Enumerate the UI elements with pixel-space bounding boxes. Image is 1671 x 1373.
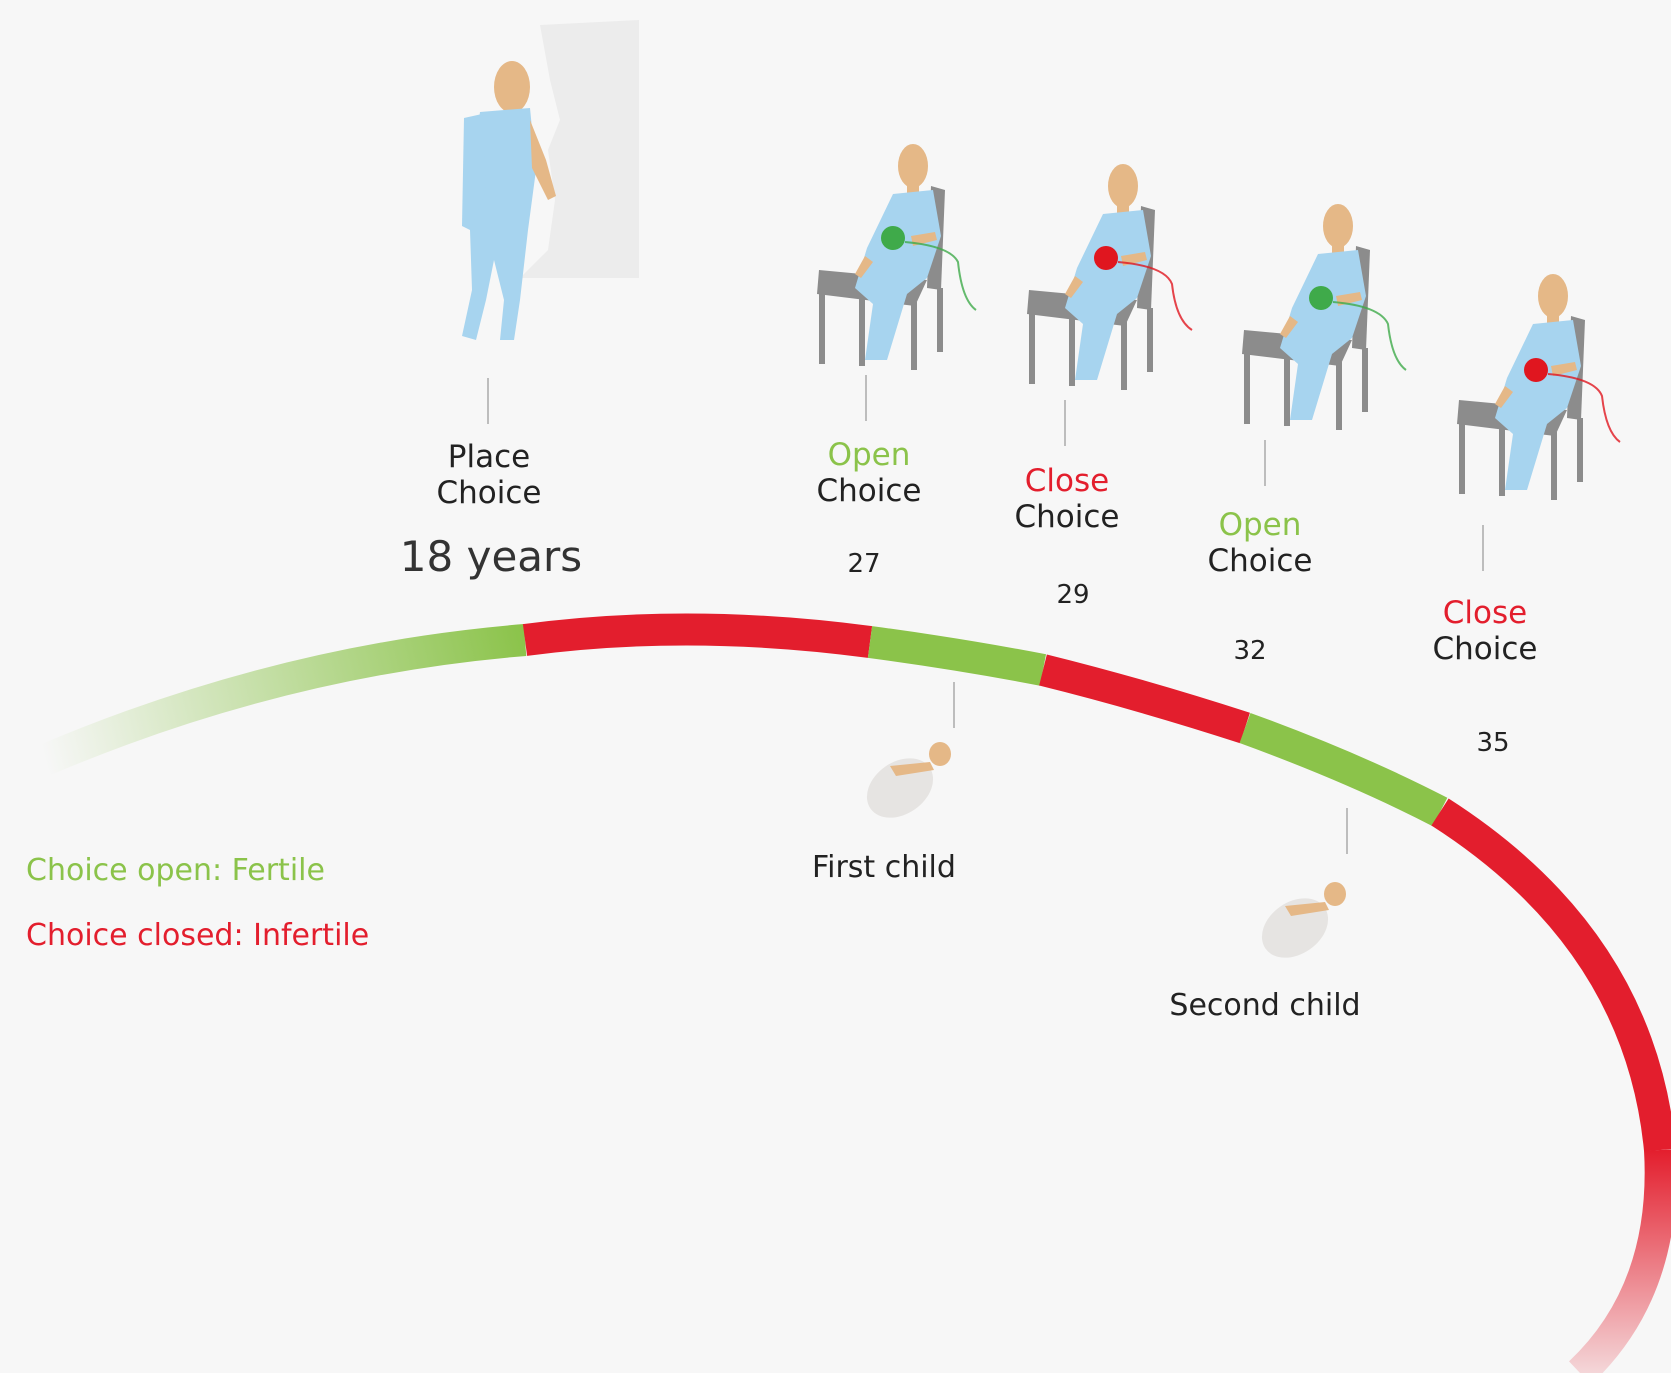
arc-segment-open-3: [1245, 728, 1440, 812]
stage-age: 29: [1056, 580, 1089, 610]
arc-segment-closed-3: [1440, 812, 1660, 1150]
legend-closed: Choice closed: Infertile: [26, 918, 369, 953]
implant-dot-icon: [1524, 358, 1548, 382]
first-child-label: First child: [812, 850, 956, 885]
stage-label-close-choice: Close Choice: [1015, 464, 1120, 535]
seated-patient-icon: [1242, 204, 1406, 430]
standing-patient-icon: [462, 20, 639, 340]
stage-age: 18 years: [400, 532, 582, 581]
second-child-label: Second child: [1169, 988, 1360, 1023]
baby-icon: [856, 742, 951, 830]
implant-dot-icon: [881, 226, 905, 250]
stage-word: Choice: [437, 476, 542, 512]
legend-open: Choice open: Fertile: [26, 853, 325, 888]
stage-status-closed: Close: [1433, 596, 1538, 632]
stage-age: 35: [1476, 728, 1509, 758]
seated-patient-icon: [817, 144, 976, 370]
seated-patient-icon: [1027, 164, 1192, 390]
arc-segment-open-2: [870, 642, 1043, 670]
timeline-arc: [45, 629, 1661, 1373]
stage-status-open: Open: [1208, 508, 1313, 544]
child-tick: [953, 682, 955, 728]
baby-icon: [1251, 882, 1346, 970]
child-tick: [1346, 808, 1348, 854]
stage-tick: [1264, 440, 1266, 486]
stage-status-closed: Close: [1015, 464, 1120, 500]
stage-tick: [1482, 525, 1484, 571]
stage-tick: [487, 378, 489, 424]
implant-dot-icon: [1094, 246, 1118, 270]
stage-label-open-choice: Open Choice: [1208, 508, 1313, 579]
stage-word: Choice: [1015, 500, 1120, 536]
stage-word: Choice: [1433, 632, 1538, 668]
stage-age: 32: [1233, 636, 1266, 666]
stage-word: Choice: [817, 474, 922, 510]
stage-label-close-choice: Close Choice: [1433, 596, 1538, 667]
stage-tick: [865, 375, 867, 421]
arc-segment-closed-2: [1043, 670, 1245, 728]
arc-segment-open-fade: [45, 640, 525, 760]
arc-segment-closed-1: [525, 629, 870, 642]
arc-segment-closed-fade: [1580, 1150, 1661, 1373]
implant-dot-icon: [1309, 286, 1333, 310]
stage-status-open: Open: [817, 438, 922, 474]
stage-label-place-choice: Place Choice: [437, 440, 542, 511]
seated-patient-icon: [1457, 274, 1620, 500]
stage-word: Choice: [1208, 544, 1313, 580]
stage-title: Place: [437, 440, 542, 476]
stage-label-open-choice: Open Choice: [817, 438, 922, 509]
stage-tick: [1064, 400, 1066, 446]
stage-age: 27: [847, 549, 880, 579]
